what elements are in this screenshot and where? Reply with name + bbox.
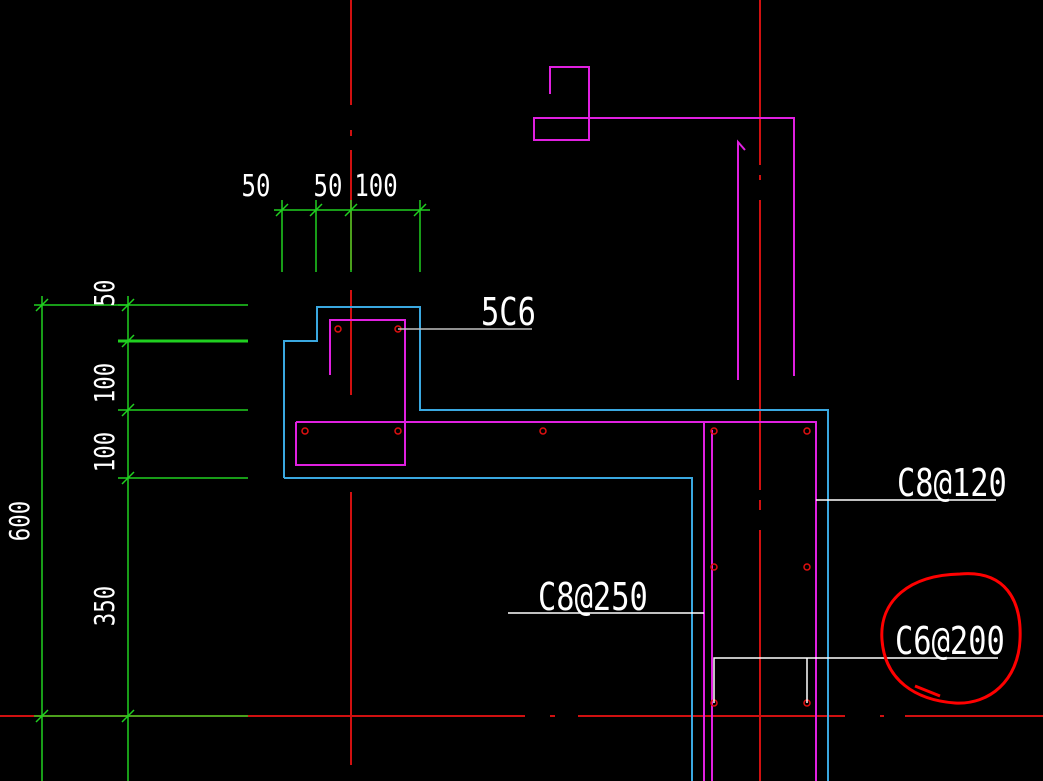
- bar-dot: [710, 563, 718, 571]
- rebar-dots: [301, 325, 811, 707]
- bar-dot: [394, 427, 402, 435]
- label-c8-120: C8@120: [897, 462, 1007, 506]
- dim-v-2: 100: [87, 363, 120, 403]
- callout-texts: 5C6 C8@120 C8@250 C6@200: [481, 291, 1007, 664]
- upper-stirrup: [533, 66, 795, 376]
- dimension-lines: [34, 200, 430, 781]
- highlight-circle: [880, 572, 1022, 705]
- dim-v-4: 350: [87, 586, 120, 626]
- slab-stirrup: [295, 319, 817, 781]
- bar-dot: [803, 563, 811, 571]
- bar-dot: [334, 325, 342, 333]
- dim-h-3: 100: [354, 169, 397, 203]
- upper-wall-bar: [737, 139, 746, 380]
- label-c8-250: C8@250: [538, 576, 648, 620]
- label-c6-200: C6@200: [895, 620, 1005, 664]
- bar-dot: [301, 427, 309, 435]
- bar-dot: [803, 427, 811, 435]
- dim-v-3: 100: [87, 432, 120, 472]
- label-5c6: 5C6: [481, 291, 536, 335]
- dim-overall: 600: [2, 501, 35, 541]
- bar-dot: [539, 427, 547, 435]
- dimension-texts: 50 50 100 50 100 100 350 600: [2, 169, 397, 626]
- concrete-outline: [283, 306, 829, 781]
- leader-c6-200: [713, 657, 998, 703]
- dim-h-2: 50: [314, 169, 343, 203]
- bar-dot: [710, 427, 718, 435]
- dim-v-1: 50: [87, 280, 120, 307]
- leader-lines: [398, 328, 998, 703]
- dim-h-1: 50: [242, 169, 271, 203]
- rebar-lines: [295, 66, 817, 781]
